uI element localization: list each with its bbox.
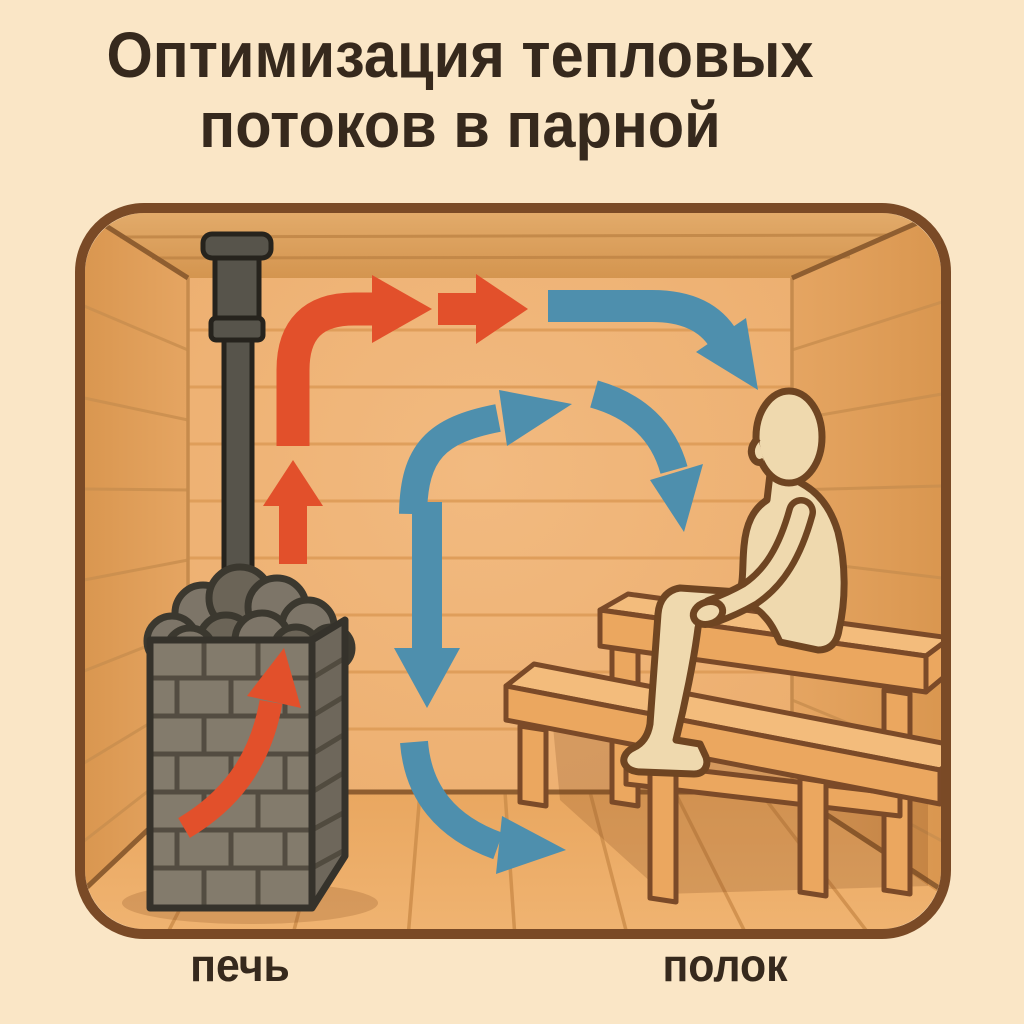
hot-up-arrow <box>263 460 323 564</box>
cool-rise-right-arrow <box>399 390 572 515</box>
bench-label: полок <box>662 939 788 991</box>
page-title: Оптимизация тепловых потоков в парной <box>81 20 840 161</box>
title-line-2: потоков в парной <box>199 89 721 162</box>
chimney-cap <box>200 231 274 261</box>
cool-ceiling-descend-arrow <box>548 290 758 390</box>
stove <box>146 616 349 912</box>
cool-down-mid-room-arrow <box>394 502 460 708</box>
chimney-collar <box>208 315 266 343</box>
left-wall-planks <box>85 304 189 843</box>
chimney <box>200 231 274 611</box>
stove-side-face <box>312 620 345 908</box>
lower-bench-right-leg <box>797 775 829 899</box>
lower-bench <box>503 661 941 905</box>
person-head <box>752 387 826 487</box>
hot-along-ceiling-arrow <box>438 274 528 344</box>
lower-bench-left-leg <box>517 723 549 809</box>
two-tier-bench <box>503 591 941 905</box>
cool-floor-return-arrow <box>400 740 566 874</box>
chimney-upper-section <box>212 251 262 327</box>
sauna-room-interior <box>85 213 941 929</box>
hot-curve-to-ceiling-arrow <box>276 275 432 446</box>
stove-label: печь <box>190 939 290 991</box>
hot-rise-inside-stove-arrow <box>178 648 301 838</box>
lower-bench-seat-front <box>503 683 941 807</box>
cool-descend-to-person-arrow <box>589 380 703 532</box>
title-line-1: Оптимизация тепловых <box>106 19 814 91</box>
person-nose <box>747 435 766 466</box>
stove-outline <box>146 616 349 912</box>
seated-person <box>620 387 848 778</box>
ceiling <box>85 213 941 278</box>
upper-bench-seat-end <box>923 635 941 695</box>
room-border <box>75 203 951 939</box>
person-hand <box>689 598 727 628</box>
